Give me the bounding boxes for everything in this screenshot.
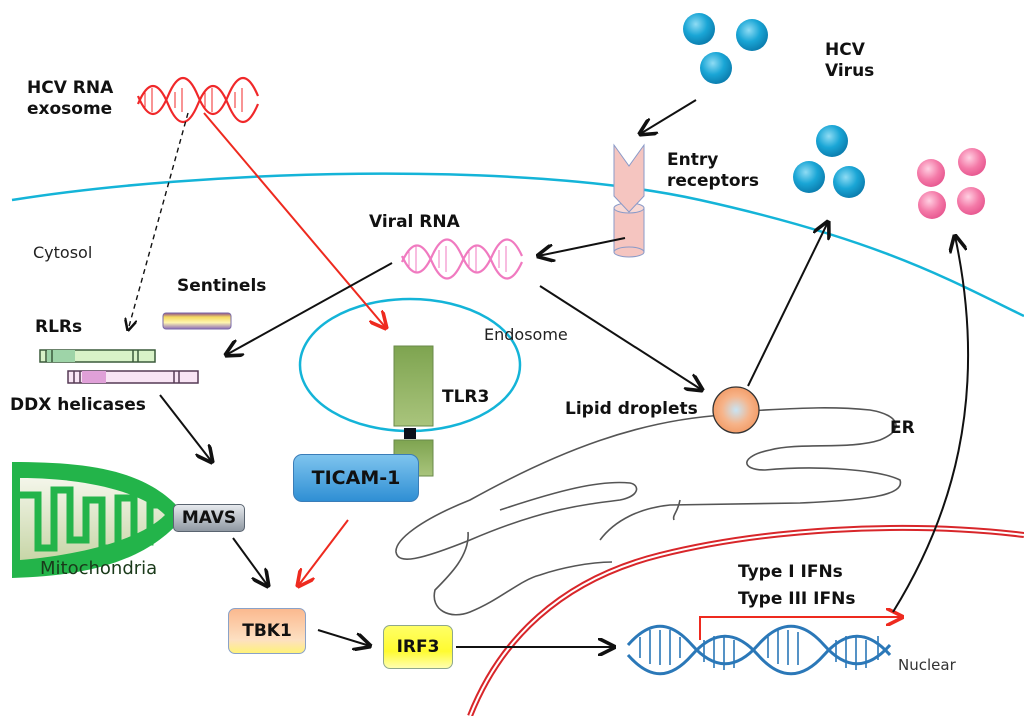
type-i-ifns-label: Type I IFNs (738, 562, 843, 582)
rlr-bars (39, 349, 199, 384)
exosome-rna-helix (136, 76, 260, 124)
hcv-virus-label: HCV Virus (825, 40, 874, 83)
viral-rna-to-lipid-arrow (539, 285, 702, 390)
exosome-line: exosome (27, 99, 113, 120)
receptors-line: receptors (667, 171, 759, 192)
virus-to-receptor-arrow (640, 99, 697, 134)
entry-receptors-label: Entry receptors (667, 150, 759, 193)
transcription-arrow (699, 617, 902, 640)
er-label: ER (890, 418, 915, 438)
hcv-line: HCV (825, 40, 865, 60)
endosome-label: Endosome (484, 325, 568, 344)
viral-rna-to-sensors-arrow (226, 262, 393, 355)
nuclear-label: Nuclear (898, 656, 956, 674)
lipid-droplets-label: Lipid droplets (565, 399, 698, 419)
mavs-to-tbk1-arrow (232, 537, 268, 586)
hcv-virions-released (793, 125, 865, 198)
rlr-to-mavs-arrow (159, 394, 212, 462)
mitochondria-label: Mitochondria (40, 558, 158, 579)
dna-helix (626, 624, 892, 676)
hcv-rna-exosome-label: HCV RNA exosome (27, 78, 113, 121)
type-iii-ifns-label: Type III IFNs (738, 589, 856, 609)
sentinels-label: Sentinels (177, 276, 267, 296)
exosome-to-tlr3-arrow (203, 112, 386, 328)
plasma-membrane (11, 172, 1024, 318)
hcv-virions-outside (683, 13, 768, 84)
receptor-to-viral-rna-arrow (538, 237, 626, 256)
exosome-to-rlr-arrow (128, 112, 189, 330)
ifn-secretion-arrow (892, 236, 970, 613)
viral-rna-helix (400, 238, 524, 280)
viral-rna-label: Viral RNA (369, 212, 460, 232)
mitochondria (12, 462, 185, 578)
irf3-node: IRF3 (383, 625, 453, 669)
entry-line: Entry (667, 150, 719, 170)
rlrs-label: RLRs (35, 317, 83, 337)
ifn-particles (917, 148, 986, 219)
ticam1-node: TICAM-1 (293, 454, 419, 502)
tlr3-receptor (393, 345, 434, 477)
ticam1-to-tbk1-arrow (298, 519, 349, 586)
tbk1-node: TBK1 (228, 608, 306, 654)
lipid-to-virion-release-arrow (747, 222, 828, 387)
lipid-droplet (712, 386, 760, 434)
entry-receptor (613, 143, 645, 258)
sentinels-bar (162, 312, 232, 330)
virus-line: Virus (825, 61, 875, 82)
ddx-helicases-label: DDX helicases (10, 395, 146, 415)
tlr3-label: TLR3 (442, 387, 490, 407)
cytosol-label: Cytosol (33, 243, 93, 262)
endoplasmic-reticulum (395, 407, 902, 616)
mavs-node: MAVS (173, 504, 245, 532)
hcv-rna-line: HCV RNA (27, 78, 114, 98)
tbk1-to-irf3-arrow (317, 629, 370, 646)
nuclear-membrane (467, 524, 1024, 716)
